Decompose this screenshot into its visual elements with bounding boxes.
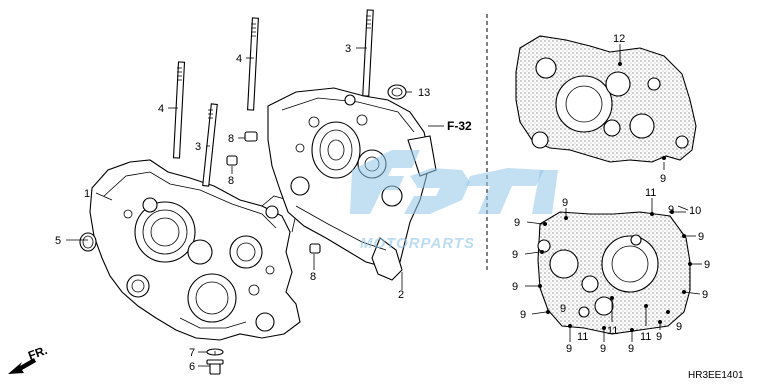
callout-11-a: 11 — [645, 187, 656, 199]
callout-11-b: 11 — [577, 331, 588, 343]
callout-9-h: 9 — [600, 343, 606, 355]
callout-5: 5 — [55, 235, 61, 247]
callout-9-l: 9 — [704, 259, 710, 271]
callout-6: 6 — [189, 361, 195, 373]
front-arrow-icon — [8, 358, 36, 374]
left-leaders — [66, 47, 444, 367]
right-view-upper — [515, 35, 697, 163]
right-leaders — [524, 44, 702, 342]
oil-seal — [387, 84, 407, 100]
diagram-code: HR3EE1401 — [688, 370, 744, 381]
left-crankcase — [89, 159, 301, 341]
callout-9-p: 9 — [676, 321, 682, 333]
callout-9-f: 9 — [520, 309, 526, 321]
callout-10: 10 — [689, 205, 701, 217]
callout-8-lower: 8 — [310, 271, 316, 283]
callout-2: 2 — [398, 289, 404, 301]
callout-9-d: 9 — [512, 249, 518, 261]
callout-9-k: 9 — [698, 231, 704, 243]
right-view-lower — [537, 210, 692, 335]
callout-9-n: 9 — [668, 204, 674, 216]
callout-9-m: 9 — [702, 289, 708, 301]
callout-9-a: 9 — [660, 173, 666, 185]
callout-11-d: 11 — [640, 331, 651, 343]
callout-13: 13 — [418, 87, 430, 99]
callout-9-i: 9 — [628, 343, 634, 355]
callout-12: 12 — [613, 33, 625, 45]
front-arrow: FR. — [8, 343, 49, 374]
right-crankcase — [267, 87, 437, 281]
left-callout-labels: 1 2 3 3 4 4 5 6 7 8 8 8 13 F-32 — [55, 43, 472, 373]
studs — [172, 9, 374, 187]
callout-9-c: 9 — [514, 217, 520, 229]
callout-7: 7 — [189, 347, 195, 359]
callout-3-upper: 3 — [345, 43, 351, 55]
callout-9-o: 9 — [560, 303, 566, 315]
callout-3-lower: 3 — [195, 141, 201, 153]
right-callout-labels: 12 9 9 9 9 9 9 9 9 9 9 9 9 9 9 9 9 10 11… — [512, 33, 710, 355]
o-ring — [79, 232, 97, 252]
drain-bolt-and-washer — [206, 348, 224, 375]
front-label: FR. — [26, 343, 49, 363]
callout-4-lower: 4 — [158, 103, 164, 115]
callout-8-upper: 8 — [228, 133, 234, 145]
callout-9-e: 9 — [512, 281, 518, 293]
callout-9-b: 9 — [562, 197, 568, 209]
callout-9-j: 9 — [656, 331, 662, 343]
callout-4-upper: 4 — [236, 53, 242, 65]
dowel-pins — [226, 131, 321, 254]
callout-11-c: 11 — [607, 325, 618, 337]
callout-8-middle: 8 — [228, 175, 234, 187]
callout-9-g: 9 — [566, 343, 572, 355]
reference-f32: F-32 — [447, 119, 472, 133]
callout-1: 1 — [84, 188, 90, 200]
